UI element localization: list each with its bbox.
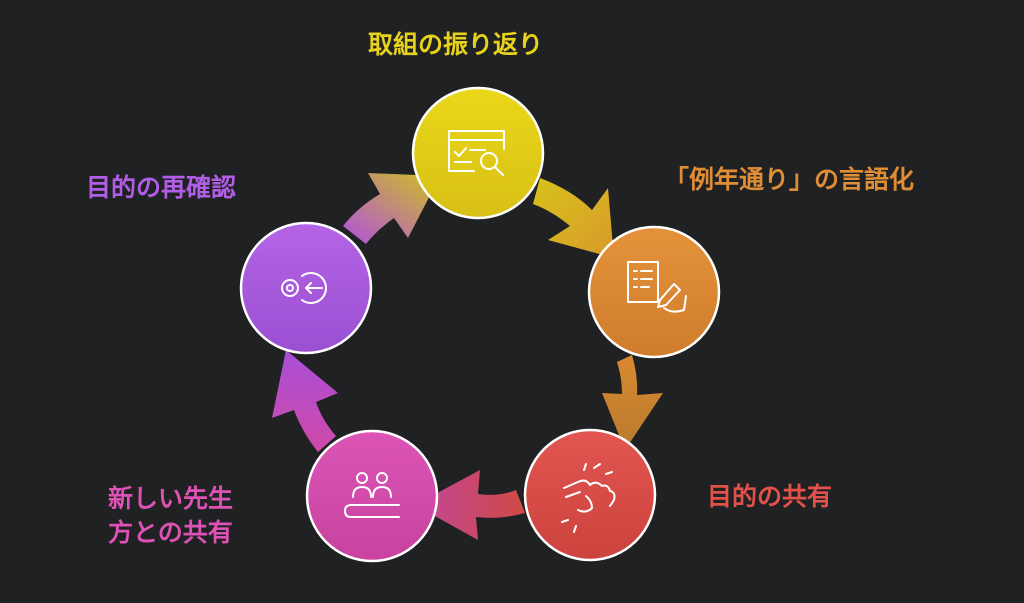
document-writing-icon xyxy=(627,261,687,313)
step2-label: 「例年通り」の言語化 xyxy=(664,165,915,194)
node-step1 xyxy=(411,86,545,220)
arrow-step4-to-step5 xyxy=(272,350,338,452)
step1-label: 取組の振り返り xyxy=(368,30,544,59)
step5-label: 目的の再確認 xyxy=(86,173,237,202)
team-table-icon xyxy=(344,472,400,518)
arrow-step5-to-step1 xyxy=(343,173,440,244)
step4-label: 新しい先生 方との共有 xyxy=(108,484,234,547)
arrow-step2-to-step3 xyxy=(602,355,663,450)
node-step2 xyxy=(587,225,721,359)
checklist-search-icon xyxy=(448,130,505,176)
node-step4 xyxy=(305,429,439,563)
target-return-icon xyxy=(281,272,327,304)
step3-label: 目的の共有 xyxy=(707,482,833,511)
node-step3 xyxy=(523,428,657,562)
arrow-step1-to-step2 xyxy=(533,178,614,258)
cycle-arrows xyxy=(272,173,663,540)
fist-bump-icon xyxy=(561,463,616,533)
node-step5 xyxy=(239,221,373,355)
arrow-step3-to-step4 xyxy=(415,470,525,540)
